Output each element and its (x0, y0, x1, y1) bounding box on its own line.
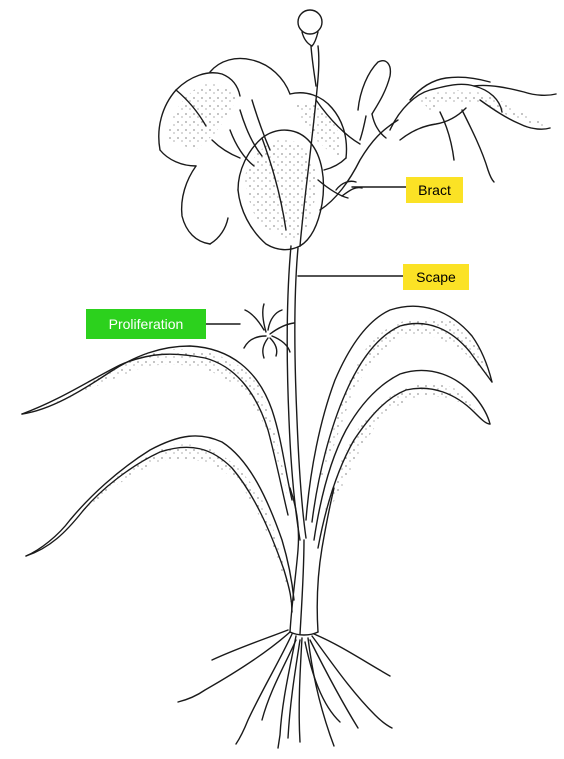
roots (178, 630, 392, 748)
spent-flower (390, 77, 556, 182)
leaf-right-lower (314, 370, 490, 548)
scape-label: Scape (403, 264, 469, 290)
open-flower (159, 59, 347, 250)
bract (336, 181, 362, 196)
proliferation-label: Proliferation (86, 309, 206, 339)
bract-label: Bract (406, 177, 463, 203)
proliferation-label-text: Proliferation (109, 317, 184, 331)
scape-label-text: Scape (416, 270, 456, 284)
bract-label-text: Bract (418, 183, 451, 197)
proliferation (244, 304, 294, 358)
leaf-left-lower (26, 436, 294, 612)
scape (287, 246, 300, 540)
